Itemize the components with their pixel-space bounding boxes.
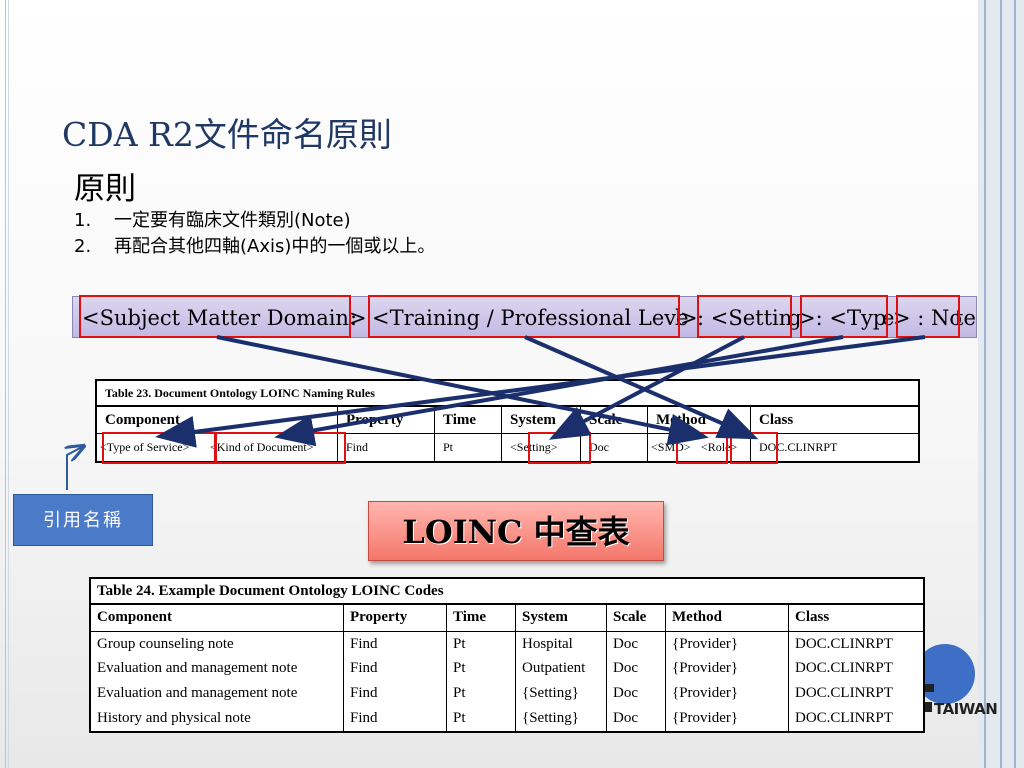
column-header: System [515, 604, 607, 632]
column-header: Component [91, 604, 344, 632]
taiwan-logo: TAIWAN [915, 640, 998, 744]
table-cell: {Provider} [665, 681, 789, 707]
table-row: Evaluation and management note Find Pt O… [91, 656, 923, 682]
arrow-type-to-kind [274, 335, 844, 447]
list-number: 1. [74, 210, 92, 231]
axis-note: > : No [893, 306, 963, 330]
right-band-line [1014, 0, 1016, 768]
column-header: Class [788, 604, 923, 632]
arrow-domain-to-smd [216, 335, 709, 446]
reference-name-label: 引用名稱 [13, 494, 153, 546]
table-24: Table 24. Example Document Ontology LOIN… [89, 577, 925, 733]
axis-note-end: te [955, 306, 976, 330]
axis-setting: : <Settin [697, 306, 793, 330]
axis-type: >: <Typ [798, 306, 887, 330]
arrow-setting-to-setting [548, 335, 745, 440]
table-cell: Evaluation and management note [97, 660, 298, 677]
table-cell: Pt [434, 433, 502, 461]
logo-circle [915, 644, 975, 704]
table-cell: DOC.CLINRPT [788, 706, 923, 731]
table-row: Evaluation and management note Find Pt {… [91, 681, 923, 707]
separator: > [680, 306, 698, 330]
table-cell: Find [343, 681, 447, 707]
list-item: 1. 一定要有臨床文件類別(Note) [74, 208, 435, 234]
reference-arrow [67, 447, 82, 490]
table-cell: Doc [606, 706, 666, 731]
right-band-line [984, 0, 986, 768]
axis-training-level: <Training / Professional Leve [372, 306, 689, 330]
column-header: Property [343, 604, 447, 632]
table-cell: Find [343, 656, 447, 682]
left-border-line [5, 0, 6, 768]
highlight-box-setting [697, 295, 792, 338]
table-cell: Pt [446, 681, 516, 707]
table-caption: Table 23. Document Ontology LOINC Naming… [97, 381, 918, 407]
left-border-line-inner [8, 0, 9, 768]
highlight-box-note [896, 295, 960, 338]
arrow-note-to-type-of-service [155, 335, 926, 448]
table-cell: History and physical note [97, 710, 251, 727]
axis-type-end: e [882, 306, 895, 330]
table-cell: Doc [606, 631, 666, 657]
highlight-box-training [368, 295, 680, 338]
table-cell: {Provider} [665, 656, 789, 682]
list-number: 2. [74, 236, 92, 257]
column-header: Scale [606, 604, 666, 632]
principle-list: 1. 一定要有臨床文件類別(Note) 2. 再配合其他四軸(Axis)中的一個或以… [74, 208, 435, 260]
table-cell: {Provider} [665, 631, 789, 657]
column-header: Method [665, 604, 789, 632]
table-cell: {Setting} [515, 681, 607, 707]
table-cell: DOC.CLINRPT [788, 681, 923, 707]
axis-subject-matter-domain: <Subject Matter Domain> [82, 306, 367, 330]
slide-subtitle: 原則 [74, 171, 136, 207]
list-text: 再配合其他四軸(Axis)中的一個或以上。 [114, 236, 436, 257]
logo-block [918, 684, 934, 692]
slide-title: CDA R2文件命名原則 [62, 115, 392, 154]
table-row: Group counseling note Find Pt Hospital D… [91, 631, 923, 657]
loinc-lookup-label: LOINC 中查表 [368, 501, 664, 561]
highlight-box-domain [79, 295, 351, 338]
table-cell: Pt [446, 706, 516, 731]
table-cell: Doc [606, 681, 666, 707]
table-cell: DOC.CLINRPT [788, 656, 923, 682]
table-cell: Outpatient [515, 656, 607, 682]
table-cell: DOC.CLINRPT [750, 433, 918, 461]
table-cell: Pt [446, 656, 516, 682]
column-header: Class [750, 406, 918, 434]
list-text: 一定要有臨床文件類別(Note) [114, 210, 351, 231]
column-header: Time [446, 604, 516, 632]
table-cell: Evaluation and management note [97, 685, 298, 702]
table-cell: Pt [446, 631, 516, 657]
table-cell: Group counseling note [97, 635, 234, 652]
table-cell: {Provider} [665, 706, 789, 731]
arrow-training-to-role [524, 335, 759, 440]
logo-text: TAIWAN [934, 700, 998, 718]
column-header: Time [434, 406, 502, 434]
logo-block [922, 702, 932, 712]
table-cell: DOC.CLINRPT [788, 631, 923, 657]
table-cell: {Setting} [515, 706, 607, 731]
table-cell: Find [343, 631, 447, 657]
right-decorative-band [978, 0, 1024, 768]
list-item: 2. 再配合其他四軸(Axis)中的一個或以上。 [74, 234, 435, 260]
table-cell: Hospital [515, 631, 607, 657]
table-cell: Find [337, 433, 435, 461]
highlight-box-type [800, 295, 888, 338]
table-caption: Table 24. Example Document Ontology LOIN… [91, 579, 923, 605]
right-band-line [1000, 0, 1002, 768]
table-cell: Doc [606, 656, 666, 682]
table-cell: <Role> [701, 440, 738, 454]
separator: : [350, 306, 358, 330]
table-row: History and physical note Find Pt {Setti… [91, 706, 923, 731]
table-cell: Find [343, 706, 447, 731]
